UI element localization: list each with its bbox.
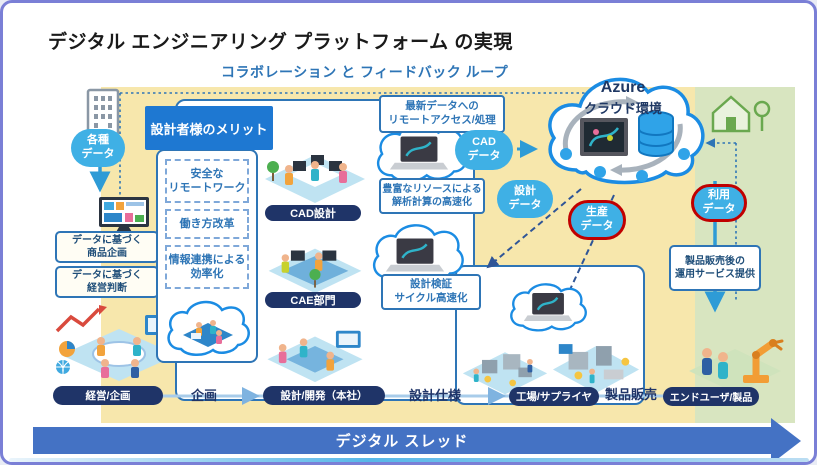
azure-cloud-illustration [548, 77, 705, 185]
merit-item-efficiency: 情報連携による 効率化 [165, 245, 249, 289]
digital-thread-banner: デジタル スレッド [33, 427, 771, 454]
flow-pill-design-development: 設計/開発（本社） [263, 386, 385, 405]
management-meeting-illustration [55, 305, 177, 381]
factory-floor-illustration-2 [552, 344, 640, 394]
factory-floor-illustration-1 [462, 352, 548, 395]
design-development-office-illustration [267, 330, 363, 383]
azure-label: Azure [600, 79, 646, 96]
flow-pill-management: 経営/企画 [53, 386, 163, 405]
flow-pill-enduser-product: エンドユーザ/製品 [663, 387, 759, 406]
azure-cloud-env-label: クラウド環境 [583, 101, 662, 116]
cloud-collaboration-illustration [167, 300, 250, 356]
flow-pill-factory-supplier: 工場/サプライヤ [509, 387, 599, 406]
production-data-bubble: 生産 データ [568, 200, 626, 240]
flow-label-design-spec: 設計仕様 [408, 388, 461, 403]
flow-label-product-sales: 製品販売 [604, 387, 657, 402]
cad-design-office-illustration [265, 155, 365, 203]
callout-verification-cycle: 設計検証 サイクル高速化 [381, 274, 481, 310]
callout-remote-access: 最新データへの リモートアクセス/処理 [379, 95, 505, 133]
slide-footer-strip [9, 458, 809, 462]
flow-label-planning: 企画 [190, 388, 217, 403]
after-sales-service-box: 製品販売後の 運用サービス提供 [669, 245, 761, 291]
various-data-bubble: 各種 データ [71, 129, 125, 167]
digital-thread-arrow-tip [771, 418, 801, 462]
data-management-decision-box: データに基づく 経営判断 [55, 266, 159, 298]
design-data-bubble: 設計 データ [497, 180, 553, 218]
usage-data-bubble: 利用 データ [691, 184, 747, 222]
factory-laptop-cloud-icon [510, 283, 587, 332]
data-product-planning-box: データに基づく 商品企画 [55, 231, 159, 263]
remote-laptop-cloud-icon-2 [372, 224, 464, 285]
merit-header: 設計者様のメリット [145, 106, 273, 150]
cad-design-pill: CAD設計 [265, 205, 361, 221]
callout-analysis-acceleration: 豊富なリソースによる 解析計算の高速化 [379, 178, 485, 214]
merit-item-remote-work: 安全な リモートワーク [165, 159, 249, 203]
cad-data-bubble: CAD データ [455, 130, 513, 170]
subtitle: コラボレーション と フィードバック ループ [221, 64, 509, 80]
merit-item-workstyle: 働き方改革 [165, 209, 249, 239]
page-title: デジタル エンジニアリング プラットフォーム の実現 [48, 32, 513, 53]
cae-department-pill: CAE部門 [265, 292, 361, 308]
home-icon [711, 95, 771, 133]
enduser-product-illustration [689, 339, 784, 393]
cae-department-office-illustration [268, 248, 362, 294]
